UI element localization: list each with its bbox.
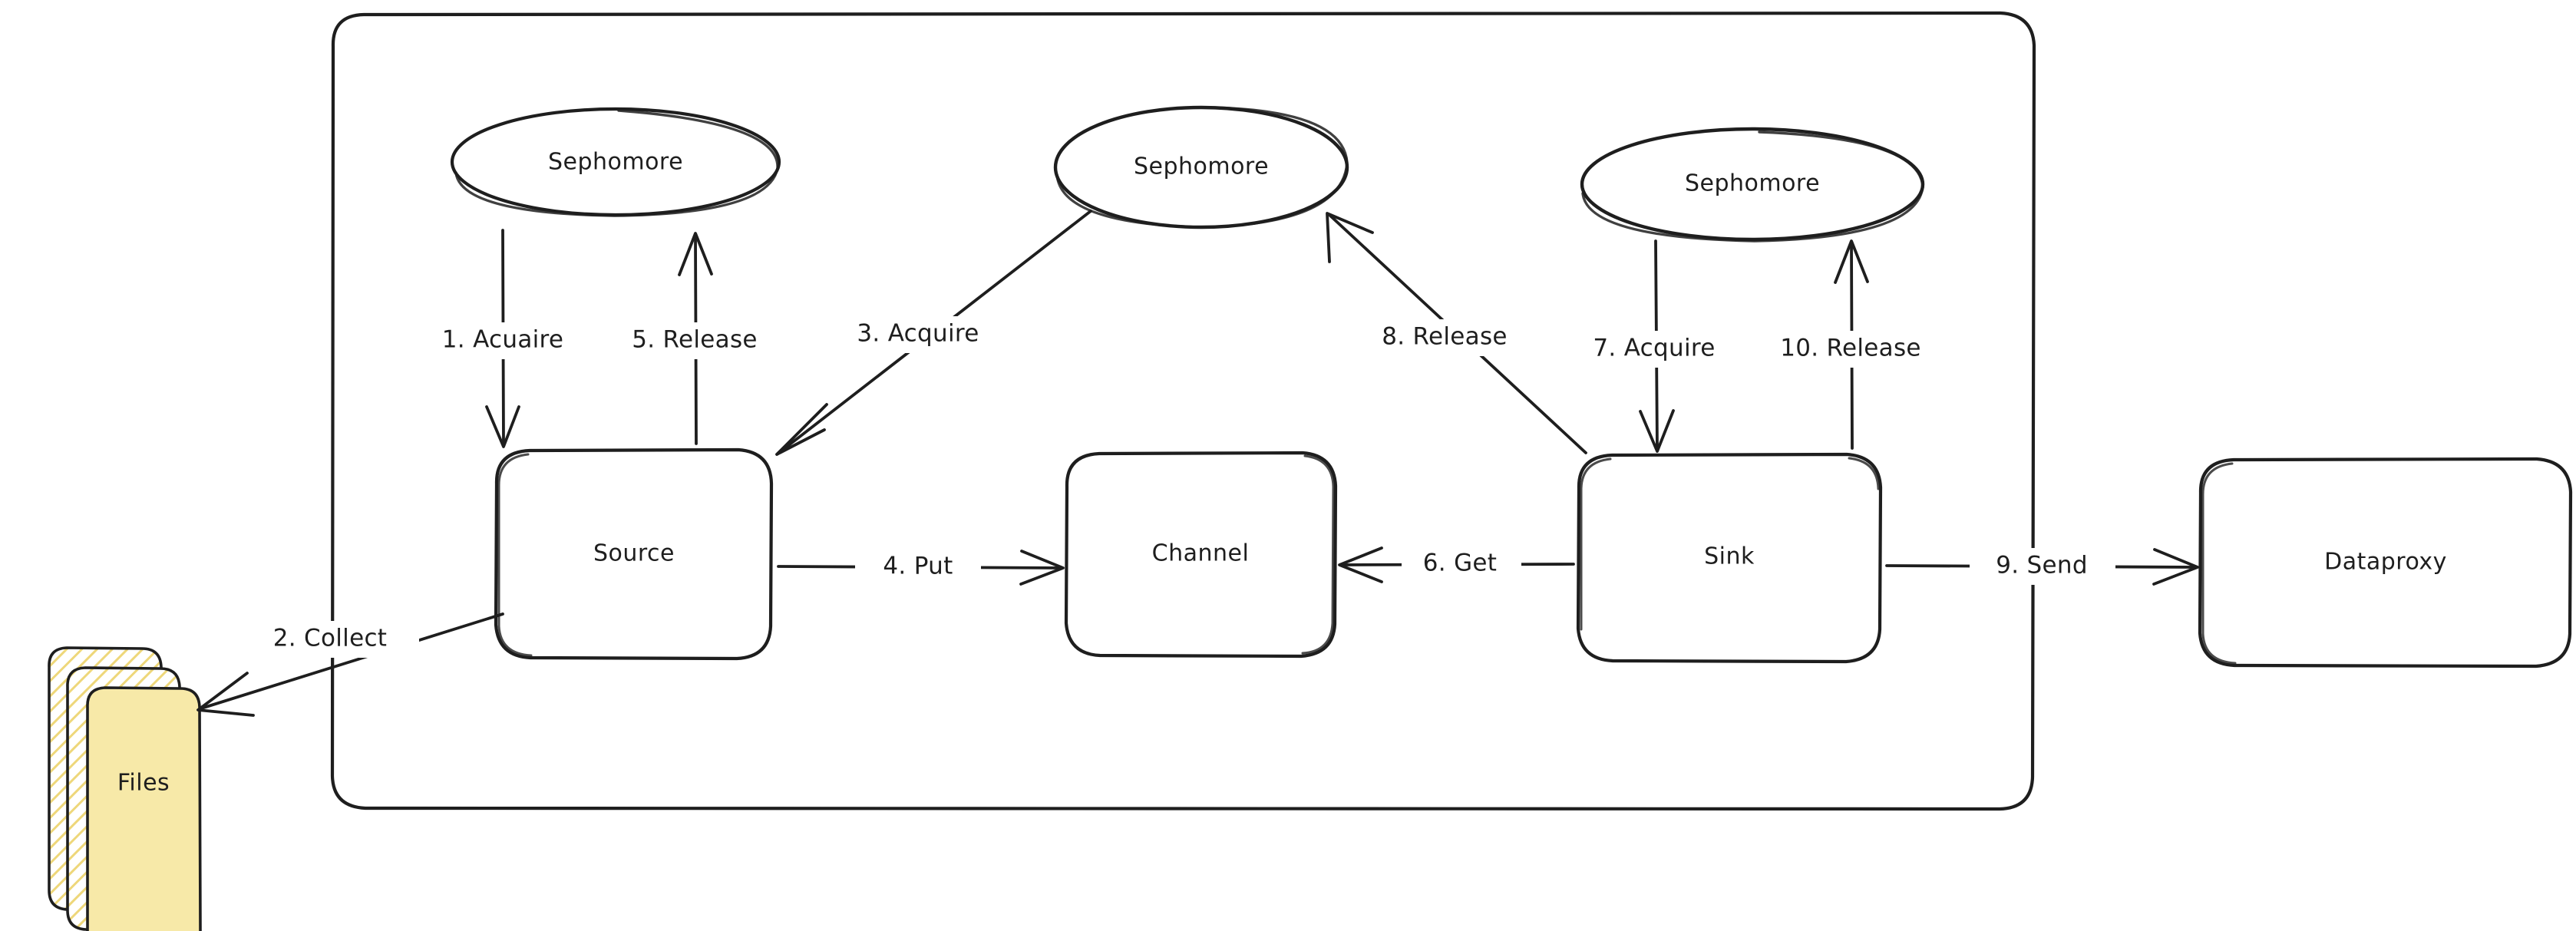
agent-boundary-container	[330, 11, 2036, 811]
edge-4-label: 4. Put	[883, 553, 953, 580]
edge-2-collect[interactable]: 2. Collect	[197, 612, 504, 717]
edge-5-label: 5. Release	[632, 326, 758, 354]
node-sink[interactable]: Sink	[1576, 452, 1883, 664]
edge-7-acquire[interactable]: 7. Acquire	[1570, 239, 1741, 453]
edge-9-send[interactable]: 9. Send	[1885, 548, 2199, 586]
edge-3-acquire[interactable]: 3. Acquire	[775, 210, 1092, 456]
edge-6-label: 6. Get	[1423, 550, 1497, 577]
node-channel[interactable]: Channel	[1064, 451, 1338, 659]
files-stack[interactable]: Files	[48, 646, 202, 931]
node-sink-label: Sink	[1704, 543, 1755, 570]
semaphore-channel-node[interactable]: Sephomore	[1053, 105, 1349, 229]
edge-8-label: 8. Release	[1382, 323, 1508, 351]
edge-1-acuaire[interactable]: 1. Acuaire	[419, 229, 588, 448]
semaphore-sink-label: Sephomore	[1685, 170, 1820, 197]
edge-10-label: 10. Release	[1780, 335, 1921, 362]
edge-4-put[interactable]: 4. Put	[777, 549, 1065, 586]
semaphore-source-node[interactable]: Sephomore	[450, 107, 781, 217]
edge-5-release[interactable]: 5. Release	[606, 232, 784, 445]
files-label: Files	[117, 770, 170, 797]
node-source[interactable]: Source	[494, 447, 774, 661]
edge-3-label: 3. Acquire	[857, 320, 979, 348]
edge-7-label: 7. Acquire	[1593, 335, 1715, 362]
edge-1-label: 1. Acuaire	[442, 326, 564, 354]
semaphore-sink-node[interactable]: Sephomore	[1580, 127, 1925, 243]
files-layer-front[interactable]: Files	[86, 686, 202, 931]
edge-10-release[interactable]: 10. Release	[1753, 239, 1950, 450]
node-dataproxy[interactable]: Dataproxy	[2198, 457, 2573, 669]
edge-2-label: 2. Collect	[273, 625, 388, 652]
node-source-label: Source	[593, 540, 675, 567]
semaphore-source-label: Sephomore	[548, 149, 683, 176]
edge-9-label: 9. Send	[1996, 552, 2088, 579]
node-channel-label: Channel	[1152, 540, 1250, 567]
edge-8-release[interactable]: 8. Release	[1326, 212, 1587, 454]
edge-6-get[interactable]: 6. Get	[1338, 546, 1575, 583]
node-dataproxy-label: Dataproxy	[2324, 549, 2447, 576]
semaphore-channel-label: Sephomore	[1134, 154, 1269, 180]
